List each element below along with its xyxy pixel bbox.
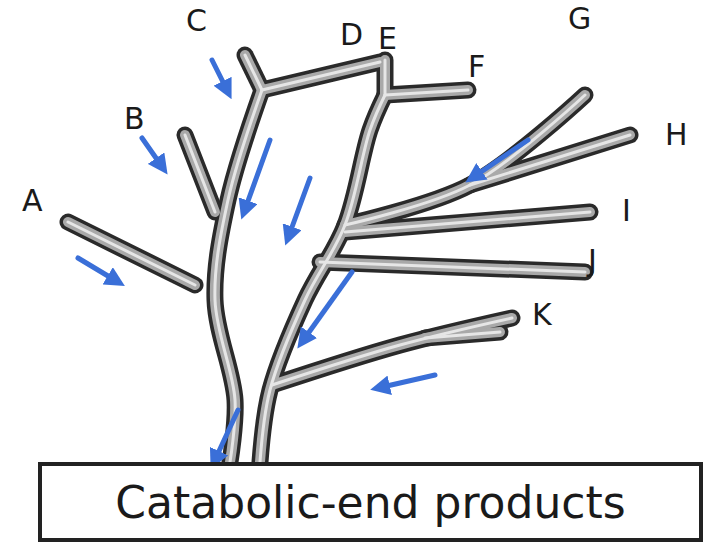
flow-arrow: [142, 138, 163, 168]
tree-branch: [272, 318, 512, 385]
tree-branch: [68, 222, 195, 285]
tree-branch: [272, 318, 512, 385]
branch-letter: H: [665, 120, 688, 150]
tree-branch: [215, 90, 262, 462]
tree-branch: [384, 60, 387, 95]
flow-arrow: [378, 375, 435, 388]
tree-branch: [260, 95, 385, 462]
tree-branch: [185, 135, 215, 212]
tree-branch: [68, 222, 195, 285]
tree-branch: [470, 135, 630, 185]
product-box: Catabolic-end products: [38, 462, 703, 542]
flow-arrow: [302, 272, 352, 342]
box-text: Catabolic-end products: [115, 477, 625, 528]
flow-arrow: [78, 258, 118, 282]
tree-branch: [245, 55, 262, 90]
tree-branch: [470, 135, 630, 185]
branch-letter: K: [532, 300, 552, 330]
tree-branch: [215, 90, 262, 462]
branch-letter: E: [378, 24, 397, 54]
branch-letter: F: [468, 52, 485, 82]
tree-branch: [68, 222, 195, 285]
tree-branch: [262, 62, 380, 90]
tree-branch: [262, 62, 380, 90]
branch-letter: D: [340, 20, 363, 50]
branch-letter: A: [22, 186, 43, 216]
tree-branch: [425, 332, 500, 338]
tree-branch: [272, 318, 512, 385]
branch-letter: G: [568, 4, 591, 34]
flow-arrow: [214, 410, 238, 462]
tree-branch: [385, 90, 468, 95]
tree-branch: [470, 135, 630, 185]
branch-letter: J: [588, 246, 597, 276]
tree-branch: [320, 262, 585, 272]
flow-arrow: [212, 60, 228, 92]
flow-arrow: [472, 140, 528, 178]
tree-branch: [320, 262, 585, 272]
branch-letter: C: [186, 6, 207, 36]
tree-branch: [345, 212, 590, 232]
tree-branch: [262, 62, 380, 90]
tree-branch: [260, 95, 385, 462]
tree-branch: [380, 60, 390, 95]
branch-letter: I: [622, 196, 631, 226]
tree-branch: [385, 90, 468, 95]
tree-branch: [245, 55, 262, 90]
tree-branch: [185, 135, 215, 212]
branch-letter: B: [124, 104, 145, 134]
flow-arrow: [244, 140, 270, 212]
tree-branch: [385, 90, 468, 95]
tree-branch: [215, 90, 262, 462]
tree-branch: [245, 55, 262, 90]
tree-branch: [320, 262, 585, 272]
tree-branch: [185, 135, 215, 212]
flow-arrow: [288, 178, 310, 238]
tree-branch: [260, 95, 385, 462]
